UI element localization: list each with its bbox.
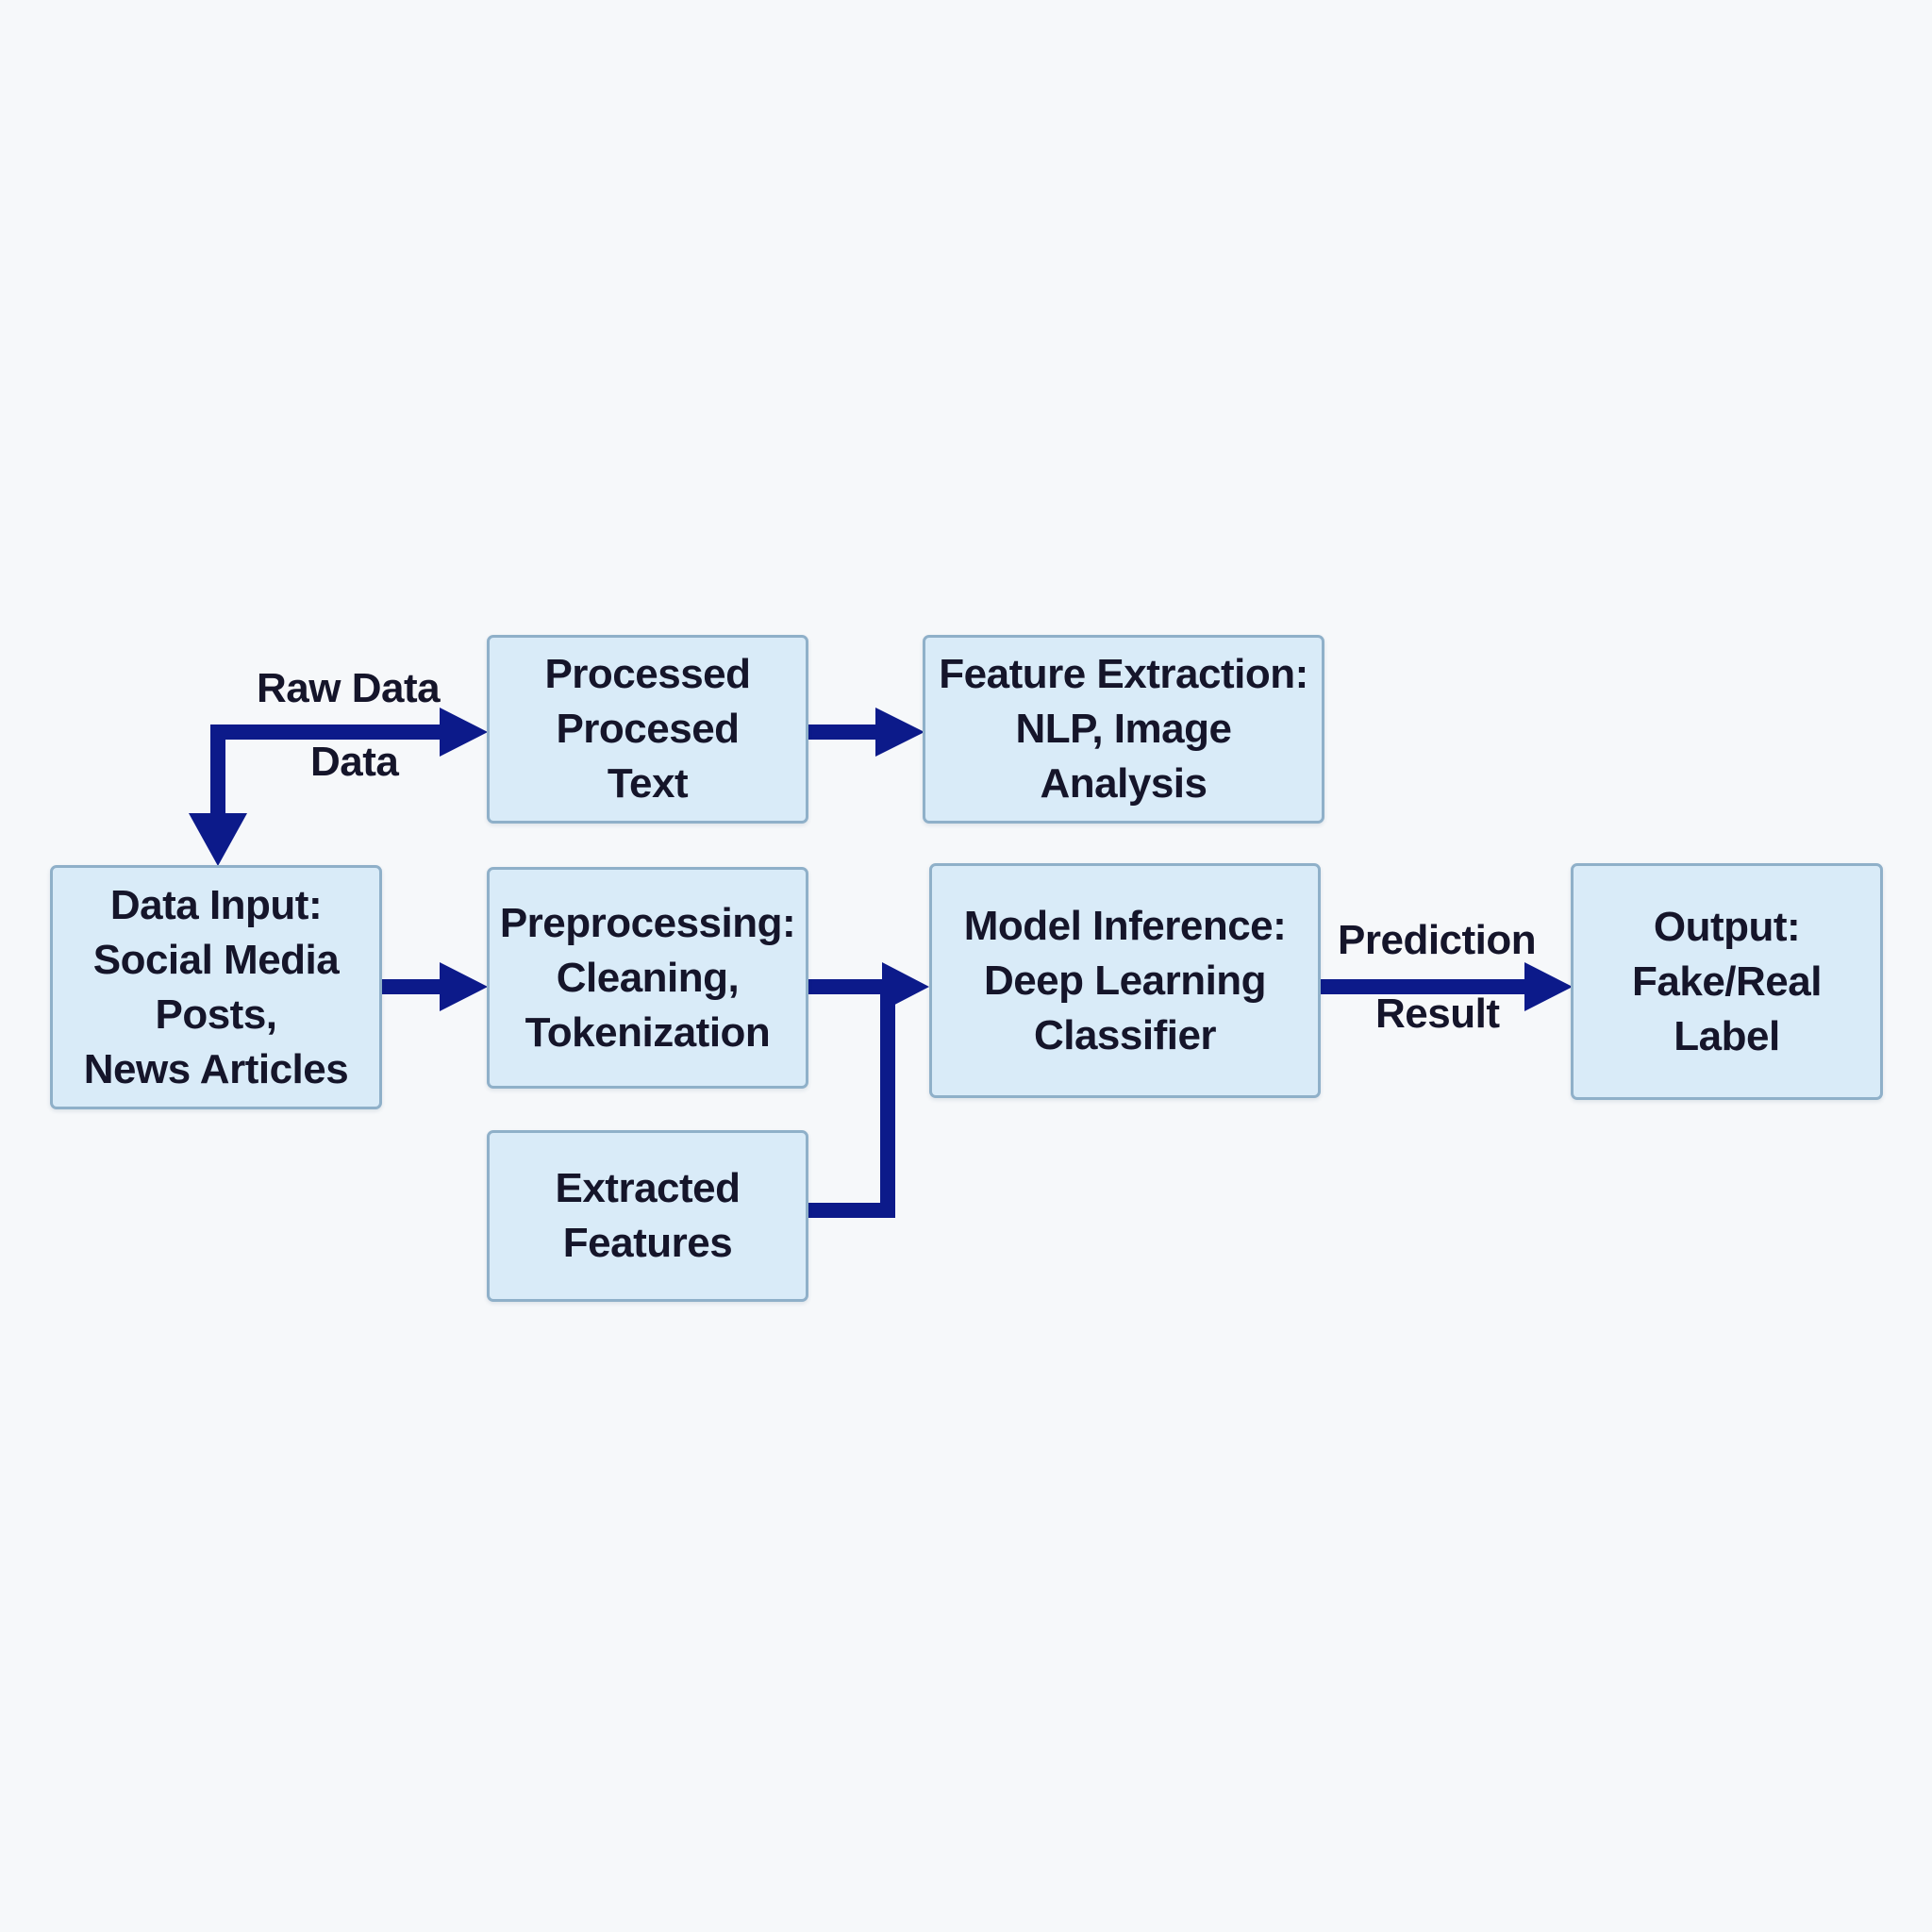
data-input-line-2: Social Media xyxy=(92,936,340,983)
data-input-line-4: News Articles xyxy=(83,1045,349,1092)
preprocessing-line-2: Cleaning, xyxy=(556,954,740,1001)
feature-extraction-line-2: NLP, Image xyxy=(1015,706,1232,752)
preprocessing-box[interactable]: Preprocessing: Cleaning, Tokenization xyxy=(487,867,808,1089)
feature-extraction-line-3: Analysis xyxy=(1040,760,1208,807)
extracted-features-line-2: Features xyxy=(562,1220,733,1266)
result-label: Result xyxy=(1375,991,1500,1037)
model-inference-line-2: Deep Learning xyxy=(983,957,1267,1004)
data-input-line-1: Data Input: xyxy=(109,881,323,928)
feature-extraction-box[interactable]: Feature Extraction: NLP, Image Analysis xyxy=(923,635,1324,824)
output-box[interactable]: Output: Fake/Real Label xyxy=(1571,863,1883,1100)
processed-to-feature-arrowhead xyxy=(875,708,924,757)
extracted-features-line-1: Extracted xyxy=(555,1165,741,1211)
output-line-3: Label xyxy=(1674,1012,1780,1059)
features-to-model-arrow-line xyxy=(808,987,895,1218)
processed-text-line-2: Procesed xyxy=(556,706,740,752)
preprocessing-line-3: Tokenization xyxy=(525,1008,771,1056)
raw-data-arrowhead-right xyxy=(440,708,488,757)
preprocessing-line-1: Preprocessing: xyxy=(499,899,796,946)
model-inference-line-3: Classifier xyxy=(1033,1011,1217,1058)
processed-text-box[interactable]: Processed Procesed Text xyxy=(487,635,808,824)
processed-text-line-1: Processed xyxy=(544,651,751,697)
raw-data-label: Raw Data xyxy=(257,665,441,711)
raw-data-arrowhead-down xyxy=(189,813,247,866)
preprocessing-to-model-arrowhead xyxy=(882,962,929,1011)
data-label: Data xyxy=(310,739,399,785)
model-to-output-arrowhead xyxy=(1524,962,1573,1011)
data-input-box[interactable]: Data Input: Social Media Posts, News Art… xyxy=(50,865,382,1109)
data-input-line-3: Posts, xyxy=(155,991,277,1038)
model-inference-box[interactable]: Model Inference: Deep Learning Classifie… xyxy=(929,863,1321,1098)
output-line-2: Fake/Real xyxy=(1632,958,1822,1005)
prediction-label: Prediction xyxy=(1338,917,1537,963)
raw-data-arrow-line xyxy=(210,724,443,830)
extracted-features-box[interactable]: Extracted Features xyxy=(487,1130,808,1302)
output-line-1: Output: xyxy=(1653,903,1801,950)
model-inference-line-1: Model Inference: xyxy=(963,902,1287,949)
feature-extraction-line-1: Feature Extraction: xyxy=(939,651,1308,697)
input-to-preprocessing-arrowhead xyxy=(440,962,488,1011)
processed-text-line-3: Text xyxy=(607,760,689,807)
